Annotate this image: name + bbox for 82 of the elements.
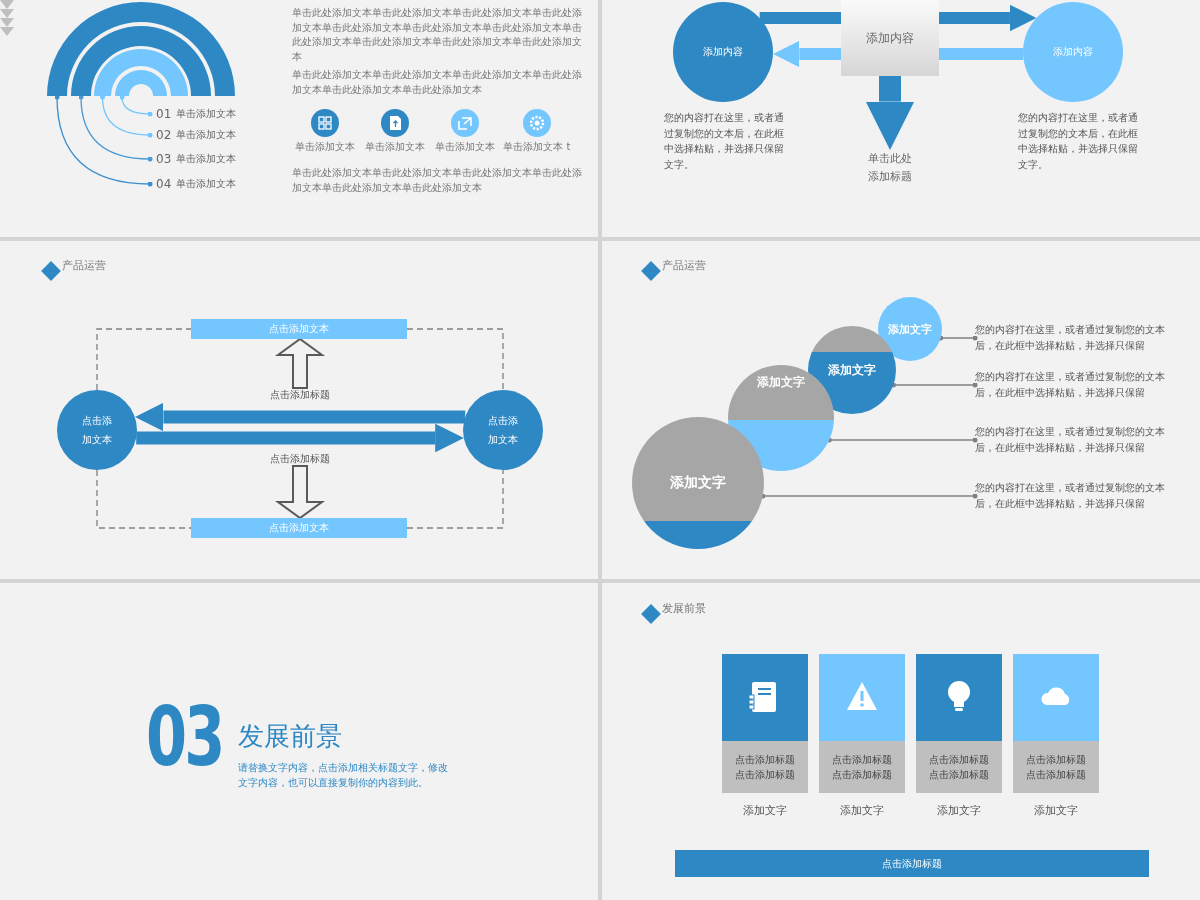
intro-text: 请替换文字内容，点击添加相关标题文字，修改文字内容，也可以直接复制你的内容到此。	[238, 761, 448, 790]
card-caption: 添加文字	[839, 803, 885, 819]
outline-arrow	[274, 337, 326, 389]
circle-label: 添加文字	[757, 373, 805, 391]
leader-line	[938, 335, 978, 341]
subtitle-text: 点击添加标题	[245, 452, 355, 466]
description-text: 您的内容打在这里，或者通过复制您的文本后，在此框中选择粘贴，并选择只保留	[975, 425, 1180, 455]
band-arrow	[772, 40, 841, 68]
heading-text: 单击此处添加标题	[865, 150, 915, 186]
card-caption: 添加文字	[936, 803, 982, 819]
info-card	[916, 654, 1002, 793]
card-caption: 添加文字	[1033, 803, 1079, 819]
card-text: 点击添加标题点击添加标题	[734, 753, 796, 782]
dashed-connector	[96, 328, 192, 391]
content-box	[841, 0, 939, 76]
semicircle-ring	[94, 49, 188, 96]
leader-line	[100, 94, 153, 138]
description-text: 您的内容打在这里，或者通过复制您的文本后，在此框中选择粘贴，并选择只保留	[975, 481, 1180, 511]
item-text: 单击添加文本	[176, 128, 237, 142]
icon-caption: 单击添加文本	[364, 141, 426, 153]
item-number: 01	[156, 107, 172, 121]
icon-caption: 单击添加文本	[294, 141, 356, 153]
item-text: 单击添加文本	[176, 177, 237, 191]
dashed-connector	[96, 469, 192, 529]
section-title: 产品运营	[62, 260, 107, 273]
leader-line	[54, 94, 153, 187]
description-text: 您的内容打在这里，或者通过复制您的文本后，在此框中选择粘贴，并选择只保留文字。	[664, 111, 785, 172]
circle-label: 点击添加文本	[81, 414, 113, 447]
paragraph-text: 单击此处添加文本单击此处添加文本单击此处添加文本单击此处添加文本单击此处添加文本单击此处添加文本	[292, 166, 583, 195]
card-text: 点击添加标题点击添加标题	[1025, 753, 1087, 782]
info-card	[1013, 654, 1099, 793]
circle-label: 添加内容	[703, 45, 743, 59]
band-arrow	[136, 423, 464, 453]
card-text: 点击添加标题点击添加标题	[831, 753, 893, 782]
band-arrow	[939, 4, 1037, 32]
band-arrow	[865, 76, 915, 150]
item-number: 02	[156, 128, 172, 142]
item-text: 单击添加文本	[176, 152, 237, 166]
circle-label: 添加文字	[888, 321, 932, 337]
card-text: 点击添加标题点击添加标题	[928, 753, 990, 782]
semicircle-ring	[71, 26, 211, 96]
leader-line	[826, 437, 978, 443]
box-label: 添加内容	[866, 29, 914, 47]
dashed-connector	[406, 328, 504, 391]
circle-label: 点击添加文本	[487, 414, 519, 447]
description-text: 您的内容打在这里，或者通过复制您的文本后，在此框中选择粘贴，并选择只保留文字。	[1018, 111, 1139, 172]
semicircle-ring	[47, 2, 235, 96]
description-text: 您的内容打在这里，或者通过复制您的文本后，在此框中选择粘贴，并选择只保留	[975, 370, 1180, 400]
banner-text: 点击添加标题	[882, 856, 942, 871]
banner-text: 点击添加文本	[269, 322, 329, 336]
item-text: 单击添加文本	[176, 107, 237, 121]
banner-bar	[191, 319, 407, 339]
circle-label: 添加文字	[670, 474, 726, 492]
card-caption: 添加文字	[742, 803, 788, 819]
section-heading: 发展前景	[238, 722, 343, 752]
icon-caption: 单击添加文本 t	[502, 141, 572, 153]
semicircle-ring	[115, 70, 167, 96]
leader-line	[78, 94, 153, 162]
section-title: 发展前景	[662, 603, 707, 616]
info-card	[722, 654, 808, 793]
paragraph-text: 单击此处添加文本单击此处添加文本单击此处添加文本单击此处添加文本单击此处添加文本单击此处添加文本单击此处添加文本单击此处添加文本单击此处添加文本单击此处添加文本单击此处添加文本	[292, 6, 583, 64]
connector-line	[939, 48, 1024, 60]
banner-bar	[675, 850, 1149, 877]
banner-bar	[191, 518, 407, 538]
circle-label: 添加文字	[828, 361, 876, 379]
icon-caption: 单击添加文本	[434, 141, 496, 153]
connector-line	[759, 12, 841, 24]
description-text: 您的内容打在这里，或者通过复制您的文本后，在此框中选择粘贴，并选择只保留	[975, 323, 1180, 353]
circle-label: 添加内容	[1053, 45, 1093, 59]
item-number: 03	[156, 152, 172, 166]
leader-line	[760, 493, 978, 499]
banner-text: 点击添加文本	[269, 521, 329, 535]
band-arrow	[134, 402, 466, 432]
leader-line	[119, 94, 153, 117]
subtitle-text: 点击添加标题	[245, 388, 355, 402]
outline-arrow	[274, 465, 326, 520]
item-number: 04	[156, 177, 172, 191]
info-card	[819, 654, 905, 793]
leader-line	[890, 382, 978, 388]
paragraph-text: 单击此处添加文本单击此处添加文本单击此处添加文本单击此处添加文本单击此处添加文本单击此处添加文本	[292, 68, 583, 97]
dashed-connector	[406, 469, 504, 529]
section-title: 产品运营	[662, 260, 707, 273]
